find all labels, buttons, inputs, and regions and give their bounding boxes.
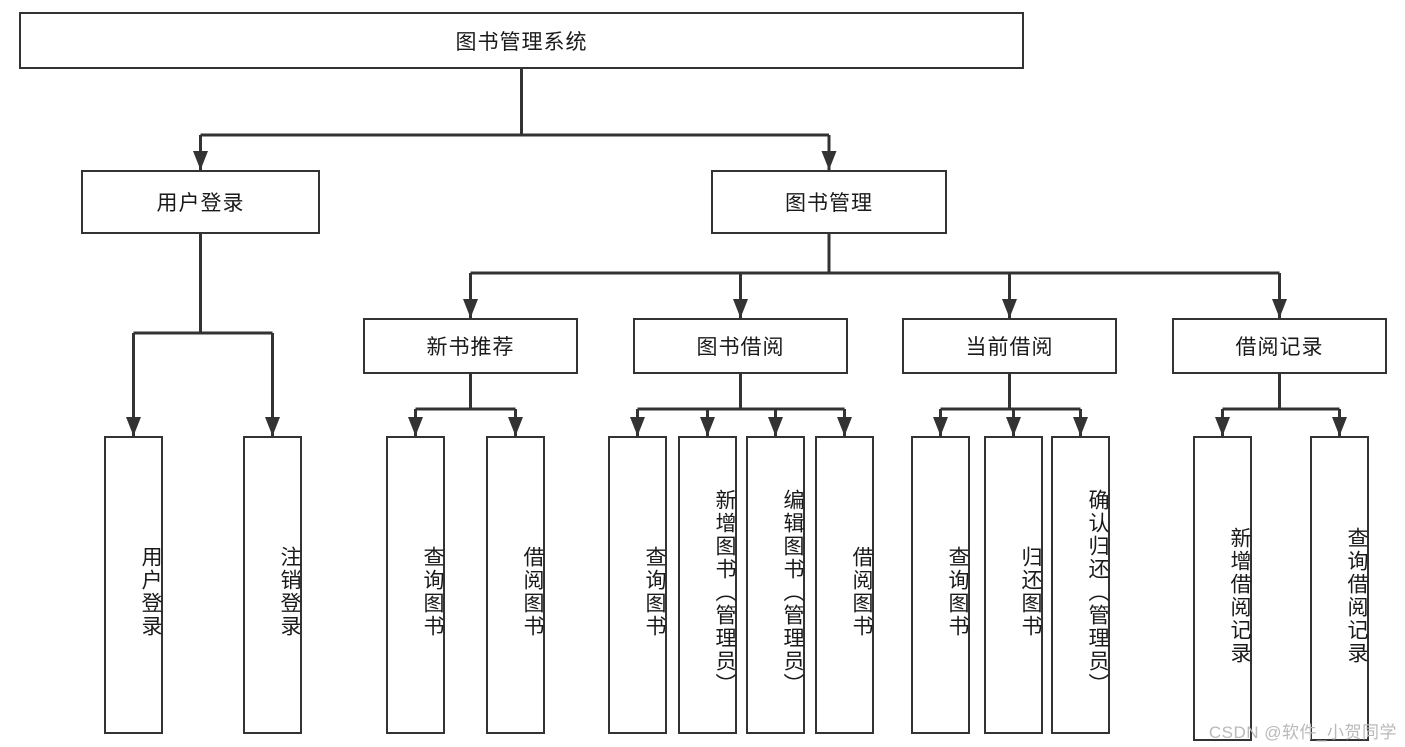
node-leaf-rec-2[interactable]: 查询借阅记录 [1310,436,1369,741]
arrowhead-icon [408,417,423,436]
node-label: 注销登录 [278,546,301,638]
node-label: 新增图书（管理员） [713,488,736,696]
node-label: 查询图书 [946,546,969,638]
arrowhead-icon [630,417,645,436]
arrowhead-icon [837,417,852,436]
node-leaf-cur-1[interactable]: 查询图书 [911,436,970,734]
arrowhead-icon [1073,417,1088,436]
node-newrec[interactable]: 新书推荐 [363,318,578,374]
arrowhead-icon [1272,299,1287,318]
node-leaf-bor-2[interactable]: 新增图书（管理员） [678,436,737,734]
node-label: 编辑图书（管理员） [781,488,804,696]
arrowhead-icon [1006,417,1021,436]
node-login[interactable]: 用户登录 [81,170,320,234]
arrowhead-icon [933,417,948,436]
arrowhead-icon [700,417,715,436]
node-label: 用户登录 [156,192,245,215]
node-label: 新增借阅记录 [1228,526,1251,665]
node-label: 查询借阅记录 [1345,526,1368,665]
node-label: 用户登录 [139,546,162,638]
arrowhead-icon [126,417,141,436]
node-label: 图书管理 [785,192,873,215]
arrowhead-icon [733,299,748,318]
node-label: 借阅图书 [850,546,873,638]
node-label: 当前借阅 [965,336,1054,359]
node-bookmgmt[interactable]: 图书管理 [711,170,947,234]
node-leaf-rec-1[interactable]: 新增借阅记录 [1193,436,1252,741]
node-leaf-bor-3[interactable]: 编辑图书（管理员） [746,436,805,734]
watermark-label: CSDN @软件_小贺同学 [1208,723,1397,742]
node-leaf-login-1[interactable]: 用户登录 [104,436,163,734]
node-leaf-new-2[interactable]: 借阅图书 [486,436,545,734]
node-label: 借阅图书 [521,546,544,638]
node-label: 新书推荐 [426,336,515,359]
arrowhead-icon [1332,417,1347,436]
arrowhead-icon [265,417,280,436]
node-label: 图书借阅 [696,336,785,359]
node-leaf-bor-1[interactable]: 查询图书 [608,436,667,734]
arrowhead-icon [821,151,837,170]
node-leaf-new-1[interactable]: 查询图书 [386,436,445,734]
node-leaf-bor-4[interactable]: 借阅图书 [815,436,874,734]
node-label: 确认归还（管理员） [1086,488,1109,696]
arrowhead-icon [463,299,478,318]
node-label: 图书管理系统 [455,30,588,54]
node-label: 归还图书 [1019,546,1042,638]
arrowhead-icon [193,151,208,170]
arrowhead-icon [508,417,523,436]
node-label: 查询图书 [421,546,444,638]
arrowhead-icon [1215,417,1230,436]
node-leaf-cur-3[interactable]: 确认归还（管理员） [1051,436,1110,734]
node-records[interactable]: 借阅记录 [1172,318,1387,374]
arrowhead-icon [768,417,783,436]
node-current[interactable]: 当前借阅 [902,318,1117,374]
arrowhead-icon [1002,299,1017,318]
node-label: 查询图书 [643,546,666,638]
node-label: 借阅记录 [1235,336,1324,359]
node-leaf-cur-2[interactable]: 归还图书 [984,436,1043,734]
node-root[interactable]: 图书管理系统 [19,12,1024,69]
node-borrow[interactable]: 图书借阅 [633,318,848,374]
node-leaf-login-2[interactable]: 注销登录 [243,436,302,734]
